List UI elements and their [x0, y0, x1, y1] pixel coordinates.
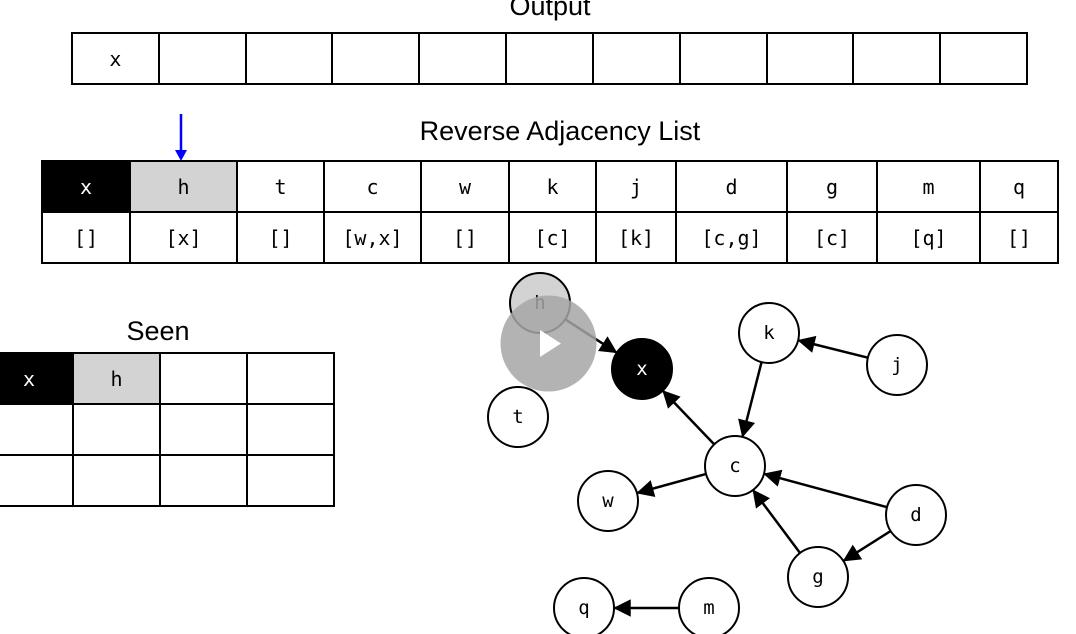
- adjacency-list-cell: [c]: [786, 211, 878, 264]
- seen-cell: [72, 403, 161, 456]
- node-circle: [866, 334, 928, 396]
- adjacency-node-cell: g: [786, 160, 878, 213]
- graph-node-w: w: [577, 470, 639, 532]
- node-label: j: [891, 354, 902, 376]
- edge-g-c: [752, 489, 802, 554]
- node-circle: [678, 577, 740, 634]
- adjacency-list-cell: []: [41, 211, 131, 264]
- graph-node-t: t: [487, 386, 549, 448]
- adjacency-list-cell: [c]: [508, 211, 597, 264]
- adjacency-list-row: [][x][][w,x][][c][k][c,g][c][q][]: [41, 211, 1059, 264]
- adjacency-node-cell: c: [323, 160, 422, 213]
- output-cell: x: [71, 32, 160, 85]
- seen-cell: [0, 403, 74, 456]
- adjacency-node-cell: x: [41, 160, 131, 213]
- adjacency-list-cell: []: [979, 211, 1059, 264]
- node-label: g: [812, 566, 823, 588]
- node-circle: [553, 577, 615, 634]
- seen-cell: [0, 454, 74, 507]
- node-circle: [487, 386, 549, 448]
- node-circle: [704, 435, 766, 497]
- adjacency-node-cell: k: [508, 160, 597, 213]
- edge-c-w: [636, 472, 707, 498]
- seen-cell: [159, 352, 248, 405]
- play-button[interactable]: [500, 295, 597, 392]
- graph-node-c: c: [704, 435, 766, 497]
- adjacency-list-cell: [w,x]: [323, 211, 422, 264]
- seen-row: [0, 454, 335, 507]
- graph-node-g: g: [787, 546, 849, 608]
- node-circle: [611, 338, 673, 400]
- seen-cell: [159, 403, 248, 456]
- seen-cell: [246, 403, 335, 456]
- node-circle: [885, 484, 947, 546]
- output-cell: [591, 32, 681, 85]
- edge-j-k: [797, 335, 869, 359]
- node-circle: [738, 302, 800, 364]
- graph-node-j: j: [866, 334, 928, 396]
- output-cell: [157, 32, 247, 85]
- node-label: t: [512, 406, 523, 428]
- adjacency-node-cell: t: [236, 160, 325, 213]
- node-label: q: [578, 597, 589, 619]
- output-cell: [244, 32, 334, 85]
- output-cell: [765, 32, 855, 85]
- edge-d-g: [842, 529, 892, 562]
- node-circle: [577, 470, 639, 532]
- edge-d-c: [763, 469, 888, 509]
- node-label: x: [636, 358, 647, 380]
- node-label: c: [729, 455, 740, 477]
- seen-cell: [246, 352, 335, 405]
- node-label: m: [703, 597, 714, 619]
- seen-cell: h: [72, 352, 161, 405]
- edge-k-c: [738, 361, 763, 438]
- adjacency-list-cell: []: [236, 211, 325, 264]
- seen-cell: [159, 454, 248, 507]
- seen-cell: x: [0, 352, 74, 405]
- graph-node-q: q: [553, 577, 615, 634]
- adjacency-node-cell: m: [876, 160, 981, 213]
- edge-c-x: [662, 390, 716, 446]
- output-cell: [678, 32, 768, 85]
- graph-node-x: x: [611, 338, 673, 400]
- adjacency-node-cell: j: [595, 160, 677, 213]
- graph-node-k: k: [738, 302, 800, 364]
- play-icon: [500, 295, 597, 392]
- adjacency-node-cell: h: [129, 160, 238, 213]
- output-cell: [505, 32, 594, 85]
- node-label: k: [763, 322, 775, 344]
- adjacency-list-cell: []: [420, 211, 510, 264]
- output-array: x: [71, 32, 1028, 85]
- output-cell: [852, 32, 942, 85]
- output-cell: [331, 32, 421, 85]
- down-arrow-icon: [175, 114, 187, 161]
- node-label: w: [602, 490, 614, 512]
- seen-cell: [72, 454, 161, 507]
- adjacency-node-cell: w: [420, 160, 510, 213]
- adjacency-node-cell: q: [979, 160, 1059, 213]
- node-circle: [787, 546, 849, 608]
- adjacency-list-cell: [q]: [876, 211, 981, 264]
- graph-node-m: m: [678, 577, 740, 634]
- adjacency-list-cell: [k]: [595, 211, 677, 264]
- output-cell: [418, 32, 508, 85]
- output-cell: [939, 32, 1028, 85]
- seen-cell: [246, 454, 335, 507]
- graph-node-d: d: [885, 484, 947, 546]
- adjacency-list-cell: [c,g]: [675, 211, 788, 264]
- output-title: Output: [509, 0, 591, 21]
- adjacency-title: Reverse Adjacency List: [419, 116, 701, 146]
- seen-title: Seen: [126, 316, 190, 346]
- node-label: d: [910, 504, 921, 526]
- seen-row: [0, 403, 335, 456]
- adjacency-list-cell: [x]: [129, 211, 238, 264]
- adjacency-node-cell: d: [675, 160, 788, 213]
